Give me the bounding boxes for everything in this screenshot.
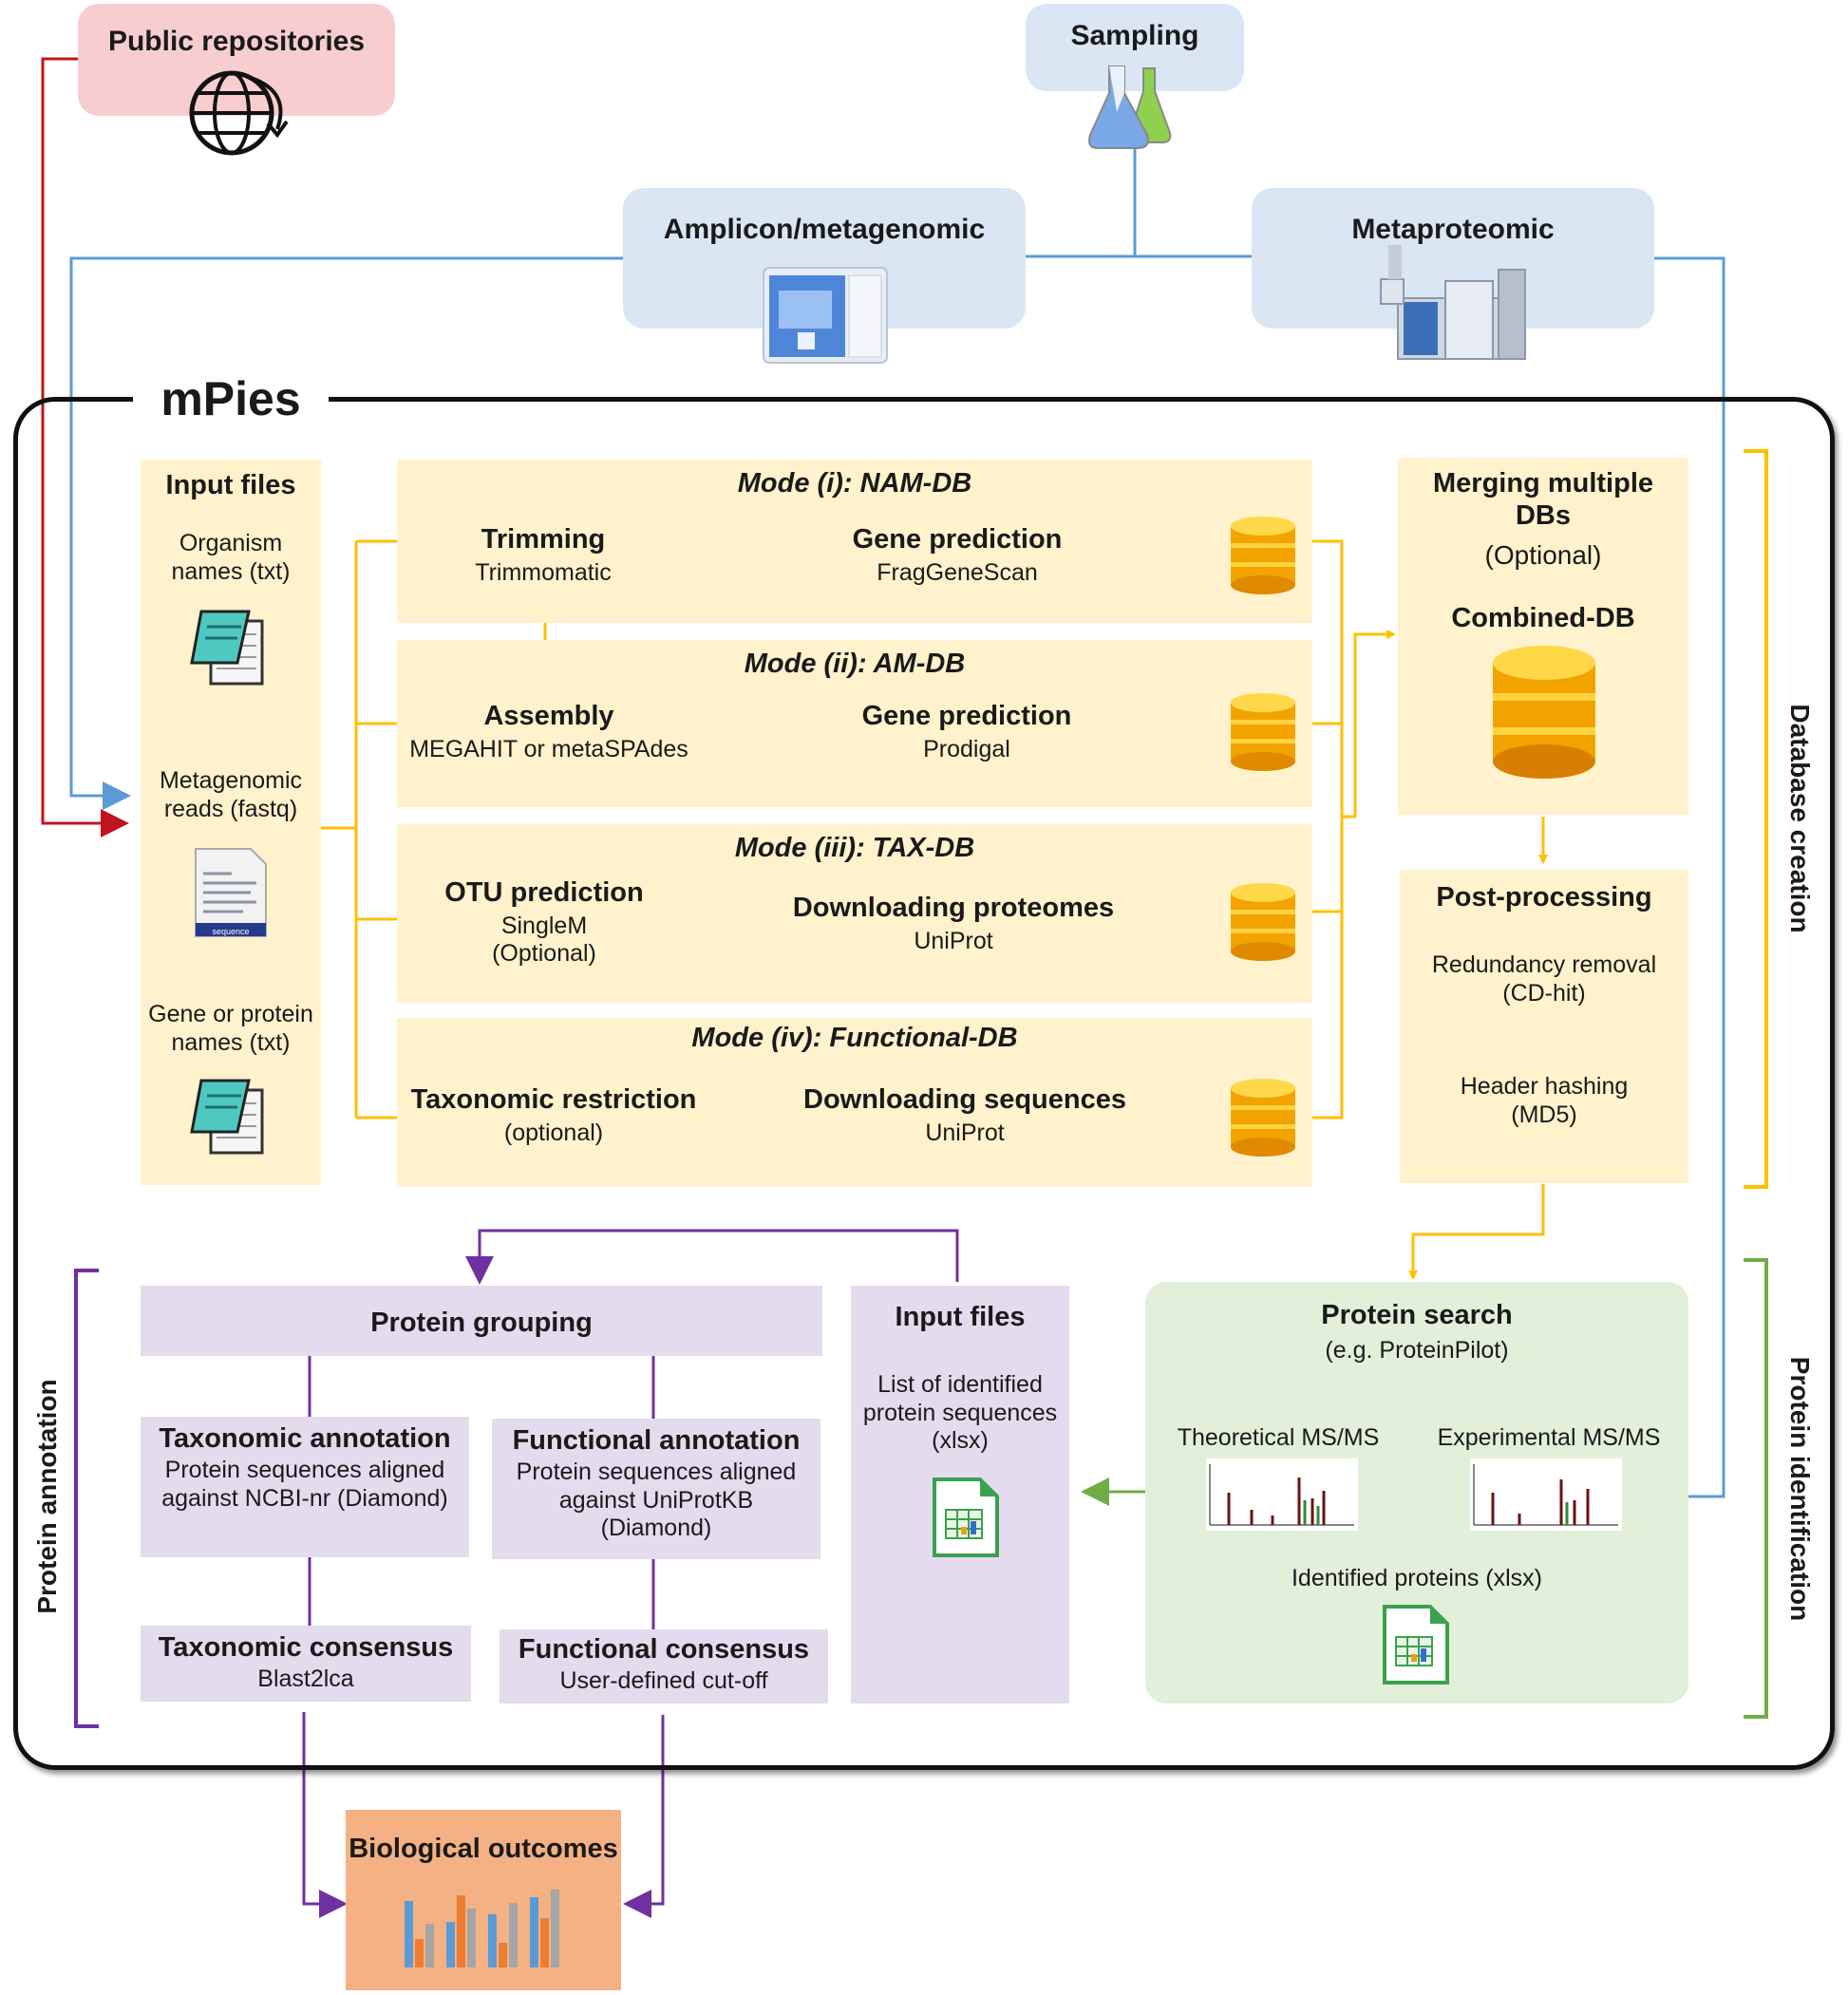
input-files-annot-panel: Input files List of identified protein s… [851, 1286, 1069, 1703]
sampling-label: Sampling [1070, 20, 1199, 51]
protein-search-sub: (e.g. ProteinPilot) [1325, 1337, 1509, 1364]
combined-database-icon [1493, 646, 1595, 779]
step-tool: MEGAHIT or metaSPAdes [409, 736, 688, 762]
step-tool: UniProt [914, 928, 993, 954]
mode-title: Mode (iii): TAX-DB [734, 833, 975, 863]
spreadsheet-icon [1383, 1605, 1449, 1684]
step-title: Downloading proteomes [792, 893, 1115, 923]
spreadsheet-icon [933, 1477, 999, 1557]
input-files-annot-title: Input files [895, 1302, 1026, 1332]
public-repositories-box: Public repositories [78, 4, 395, 156]
biological-outcomes-panel: Biological outcomes [346, 1810, 621, 1990]
header-hashing-label: Header hashing (MD5) [1460, 1073, 1629, 1128]
metaproteomic-label: Metaproteomic [1351, 214, 1555, 245]
functional-annotation-title: Functional annotation [512, 1425, 801, 1456]
step-tool: Prodigal [923, 736, 1010, 762]
taxonomic-consensus-sub: Blast2lca [257, 1666, 354, 1692]
mode-nam-db-panel: Mode (i): NAM-DB Trimming Trimmomatic Ge… [397, 460, 1312, 623]
purple-input-to-grouping [465, 1229, 959, 1285]
flask-icon [1088, 66, 1172, 149]
redundancy-removal-label: Redundancy removal (CD-hit) [1431, 951, 1657, 1007]
bracket-protein-identification [1744, 1258, 1768, 1719]
step-tool: UniProt [925, 1120, 1005, 1146]
database-icon [1231, 517, 1295, 594]
database-creation-label: Database creation [1785, 704, 1815, 933]
organism-names-label: Organism names (txt) [171, 530, 291, 585]
step-tool: FragGeneScan [877, 559, 1038, 586]
input-files-db-title: Input files [165, 470, 296, 500]
bar-chart-icon [405, 1890, 559, 1967]
mode-title: Mode (ii): AM-DB [744, 649, 966, 679]
sequencer-icon [763, 267, 888, 364]
mode-tax-db-panel: Mode (iii): TAX-DB OTU prediction Single… [397, 824, 1312, 1003]
red-connector [41, 57, 129, 838]
taxonomic-annotation-title: Taxonomic annotation [159, 1423, 451, 1454]
bracket-database-creation [1744, 449, 1768, 1189]
database-icon [1231, 693, 1295, 771]
bracket-protein-annotation [74, 1269, 99, 1728]
step-tool: SingleM (Optional) [492, 913, 596, 967]
input-files-db-panel: Input files Organism names (txt) Metagen… [141, 460, 321, 1185]
protein-grouping-panel: Protein grouping [141, 1286, 822, 1356]
identified-list-label: List of identified protein sequences (xl… [862, 1371, 1058, 1454]
globe-icon [189, 70, 289, 156]
mass-spectrometer-icon [1380, 245, 1526, 360]
theoretical-msms-label: Theoretical MS/MS [1177, 1424, 1380, 1451]
mode-functional-db-panel: Mode (iv): Functional-DB Taxonomic restr… [397, 1018, 1312, 1187]
step-title: OTU prediction [444, 877, 644, 908]
gene-protein-names-label: Gene or protein names (txt) [148, 1001, 313, 1056]
fastq-document-icon [195, 848, 267, 937]
step-tool: Trimmomatic [475, 559, 612, 586]
database-icon [1231, 1079, 1295, 1157]
biological-outcomes-title: Biological outcomes [349, 1834, 618, 1864]
functional-consensus-panel: Functional consensus User-defined cut-of… [500, 1629, 828, 1703]
notepad-icon [190, 1079, 264, 1155]
metagenomic-reads-label: Metagenomic reads (fastq) [159, 767, 303, 822]
step-title: Taxonomic restriction [410, 1084, 697, 1115]
merging-panel: Merging multiple DBs (Optional) Combined… [1398, 458, 1688, 815]
step-title: Assembly [483, 701, 614, 731]
blue-connector-amplicon [69, 256, 623, 810]
step-title: Downloading sequences [803, 1084, 1126, 1115]
step-title: Gene prediction [852, 524, 1063, 555]
taxonomic-annotation-panel: Taxonomic annotation Protein sequences a… [141, 1417, 469, 1557]
step-title: Gene prediction [861, 701, 1072, 731]
functional-consensus-sub: User-defined cut-off [559, 1667, 768, 1694]
functional-consensus-title: Functional consensus [518, 1634, 810, 1665]
protein-identification-label: Protein identification [1785, 1356, 1815, 1622]
orange-input-bracket [321, 539, 397, 1120]
protein-search-title: Protein search [1321, 1300, 1513, 1330]
mode-am-db-panel: Mode (ii): AM-DB Assembly MEGAHIT or met… [397, 640, 1312, 807]
experimental-msms-label: Experimental MS/MS [1437, 1424, 1661, 1451]
taxonomic-consensus-title: Taxonomic consensus [158, 1632, 454, 1663]
taxonomic-annotation-desc: Protein sequences aligned against NCBI-n… [161, 1457, 448, 1512]
mode-title: Mode (iv): Functional-DB [691, 1023, 1018, 1053]
theoretical-spectrum-icon [1206, 1459, 1358, 1531]
sampling-box: Sampling [1026, 4, 1244, 91]
protein-grouping-title: Protein grouping [370, 1308, 593, 1338]
notepad-icon [190, 610, 264, 686]
protein-annotation-label: Protein annotation [32, 1379, 62, 1614]
functional-annotation-desc: Protein sequences aligned against UniPro… [516, 1459, 797, 1541]
public-repositories-label: Public repositories [107, 26, 366, 57]
experimental-spectrum-icon [1470, 1459, 1622, 1531]
database-icon [1231, 883, 1295, 961]
orange-db-bracket [1312, 539, 1394, 1120]
step-tool: (optional) [503, 1120, 604, 1146]
merging-title: Merging multiple DBs [1433, 468, 1653, 532]
amplicon-label: Amplicon/metagenomic [663, 214, 986, 245]
functional-annotation-panel: Functional annotation Protein sequences … [492, 1419, 820, 1559]
mpies-title: mPies [160, 372, 301, 425]
taxonomic-consensus-panel: Taxonomic consensus Blast2lca [141, 1626, 471, 1702]
fastq-doc-title: sequence [212, 927, 250, 936]
combined-db-label: Combined-DB [1451, 603, 1635, 633]
post-processing-panel: Post-processing Redundancy removal (CD-h… [1400, 870, 1688, 1183]
post-processing-title: Post-processing [1436, 882, 1652, 913]
merging-optional: (Optional) [1484, 540, 1602, 570]
mpies-frame [13, 397, 1835, 1770]
step-title: Trimming [481, 524, 606, 555]
mode-title: Mode (i): NAM-DB [737, 468, 972, 499]
mpies-title-bg [133, 374, 329, 427]
identified-proteins-label: Identified proteins (xlsx) [1291, 1565, 1542, 1591]
